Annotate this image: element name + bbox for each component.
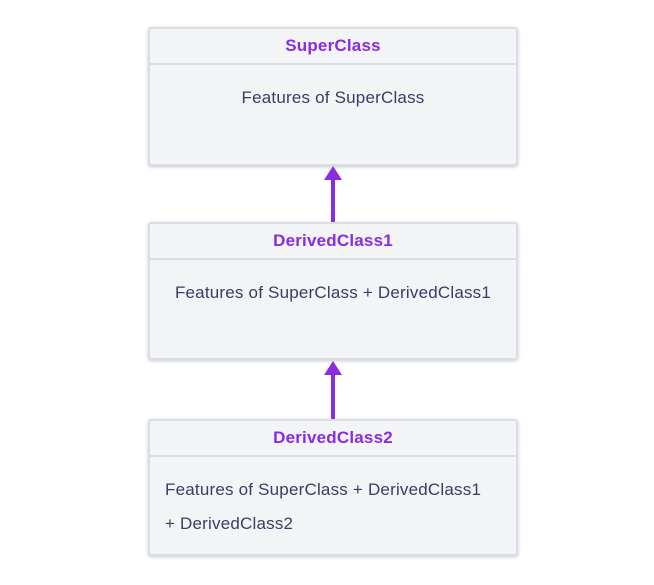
class-box-body: Features of SuperClass + DerivedClass1	[150, 260, 516, 310]
class-name: DerivedClass1	[273, 231, 393, 250]
class-box-header: DerivedClass2	[150, 421, 516, 457]
class-box-derivedclass2: DerivedClass2 Features of SuperClass + D…	[148, 419, 518, 556]
arrow-head	[324, 166, 342, 180]
class-box-derivedclass1: DerivedClass1 Features of SuperClass + D…	[148, 222, 518, 360]
class-name: SuperClass	[285, 36, 381, 55]
class-features-text: Features of SuperClass + DerivedClass1	[165, 480, 482, 499]
inheritance-arrow-up-icon	[324, 361, 342, 419]
class-features-text: Features of SuperClass + DerivedClass1	[174, 283, 492, 302]
class-box-body: Features of SuperClass	[150, 65, 516, 115]
arrow-shaft	[331, 375, 335, 419]
inheritance-arrow-up-icon	[324, 166, 342, 222]
class-name: DerivedClass2	[273, 428, 393, 447]
class-box-body: Features of SuperClass + DerivedClass1 +…	[150, 457, 516, 541]
class-box-header: DerivedClass1	[150, 224, 516, 260]
arrow-head	[324, 361, 342, 375]
class-box-superclass: SuperClass Features of SuperClass	[148, 27, 518, 166]
arrow-shaft	[331, 180, 335, 222]
class-box-header: SuperClass	[150, 29, 516, 65]
class-features-text: + DerivedClass2	[165, 514, 294, 533]
class-features-text: Features of SuperClass	[241, 88, 425, 107]
